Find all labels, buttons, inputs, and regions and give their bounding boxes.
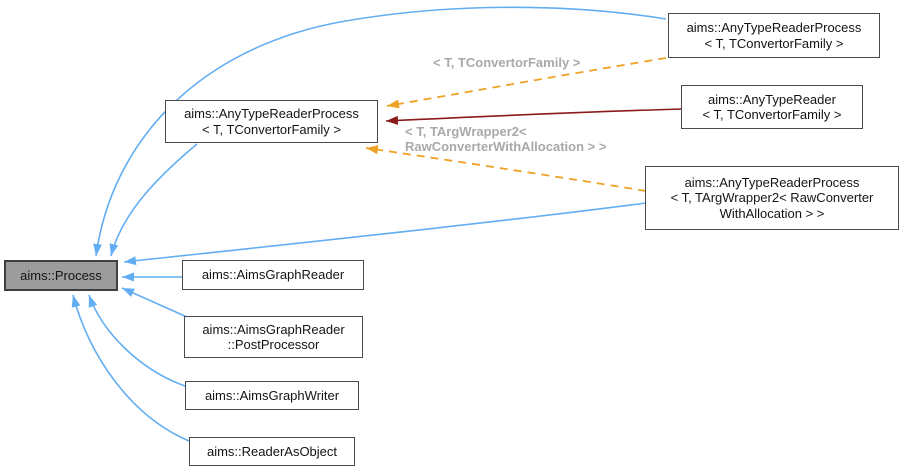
edge-label-targwrapper2: < T, TArgWrapper2< RawConverterWithAlloc… xyxy=(405,124,606,154)
node-aimsgraphwriter[interactable]: aims::AimsGraphWriter xyxy=(185,381,359,410)
node-label: aims::ReaderAsObject xyxy=(206,443,338,459)
node-aimsgraphreader[interactable]: aims::AimsGraphReader xyxy=(182,260,364,290)
edge-atrp-targwrapper-to-process xyxy=(123,202,647,266)
node-label: ::PostProcessor xyxy=(227,337,320,352)
edge-atrp-main-to-process xyxy=(109,143,198,257)
node-label: aims::AimsGraphReader xyxy=(202,321,345,337)
node-label: < T, TArgWrapper2< RawConverter xyxy=(670,190,874,206)
edge-label-targwrapper2-line2: RawConverterWithAllocation > > xyxy=(405,139,607,154)
node-label: < T, TConvertorFamily > xyxy=(704,35,844,51)
edge-template-tconvertorfamily xyxy=(386,57,667,109)
node-label: aims::AnyTypeReaderProcess xyxy=(686,20,862,35)
node-readerasobject[interactable]: aims::ReaderAsObject xyxy=(189,437,355,466)
node-anytypereaderprocess-targwrapper2[interactable]: aims::AnyTypeReaderProcess < T, TArgWrap… xyxy=(645,166,899,230)
node-aimsgraphreader-postprocessor[interactable]: aims::AimsGraphReader ::PostProcessor xyxy=(184,316,363,358)
edge-readerasobject-to-process xyxy=(71,294,190,442)
node-aims-process[interactable]: aims::Process xyxy=(4,260,118,291)
node-anytypereaderprocess-instance[interactable]: aims::AnyTypeReaderProcess < T, TConvert… xyxy=(668,13,880,58)
edge-label-tconvertorfamily: < T, TConvertorFamily > xyxy=(433,55,581,70)
node-label: aims::AimsGraphWriter xyxy=(204,387,340,403)
node-label: aims::AimsGraphReader xyxy=(201,267,345,283)
node-label: WithAllocation > > xyxy=(719,205,825,221)
edge-postprocessor-to-process xyxy=(121,287,188,318)
edge-aimsgraphwriter-to-process xyxy=(88,294,186,387)
edge-atrp-instance-to-process xyxy=(93,6,667,257)
node-anytypereader[interactable]: aims::AnyTypeReader < T, TConvertorFamil… xyxy=(681,85,863,129)
node-anytypereaderprocess-main[interactable]: aims::AnyTypeReaderProcess < T, TConvert… xyxy=(165,100,378,143)
edge-label-targwrapper2-line1: < T, TArgWrapper2< xyxy=(405,124,527,139)
edge-anytypereader-to-atrp-main xyxy=(385,108,682,125)
node-label: aims::AnyTypeReaderProcess xyxy=(684,174,860,190)
node-label: aims::AnyTypeReader xyxy=(708,91,836,107)
node-label: < T, TConvertorFamily > xyxy=(702,107,842,122)
node-label: < T, TConvertorFamily > xyxy=(202,121,341,137)
node-label: aims::AnyTypeReaderProcess xyxy=(184,106,359,121)
edge-template-targwrapper2 xyxy=(365,145,647,192)
node-label: aims::Process xyxy=(20,267,102,283)
